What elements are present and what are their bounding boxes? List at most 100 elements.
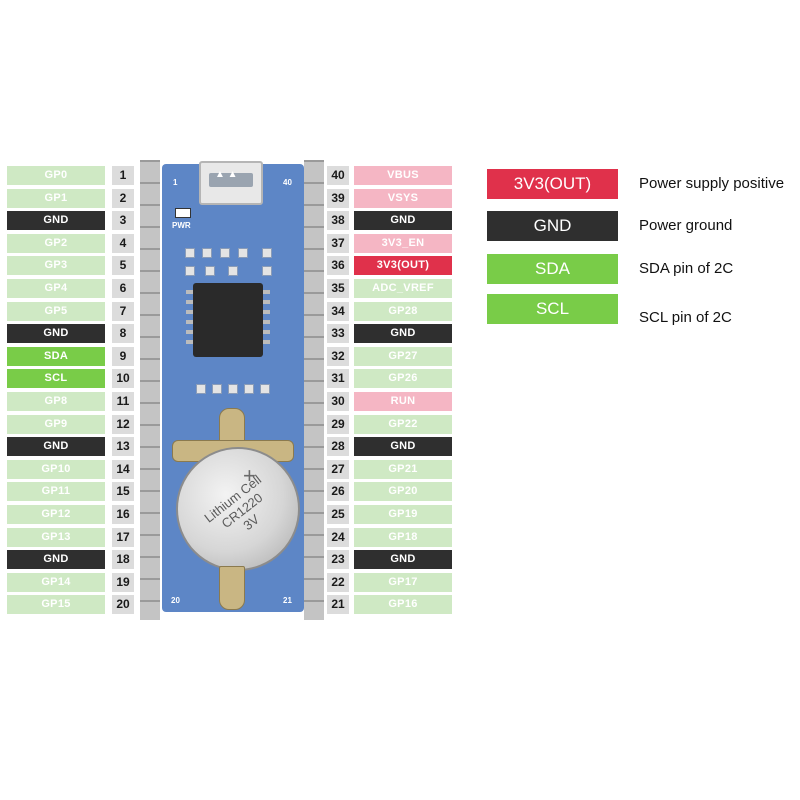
pin-label: RUN (354, 392, 452, 411)
legend-swatch: SDA (487, 254, 618, 284)
pin-label: GP4 (7, 279, 105, 298)
pwr-led (175, 208, 191, 218)
pin-number: 25 (327, 505, 349, 524)
board-corner-1: 1 (173, 178, 178, 187)
pin-number: 19 (112, 573, 134, 592)
smd-component (205, 266, 215, 276)
board-corner-20: 20 (171, 596, 180, 605)
pin-label: GP12 (7, 505, 105, 524)
pin-label: GP3 (7, 256, 105, 275)
smd-component (262, 266, 272, 276)
pin-number: 26 (327, 482, 349, 501)
pin-label: GND (7, 550, 105, 569)
pin-label: SCL (7, 369, 105, 388)
pin-number: 14 (112, 460, 134, 479)
pin-number: 9 (112, 347, 134, 366)
pin-number: 6 (112, 279, 134, 298)
smd-component (228, 384, 238, 394)
chip-pin (263, 290, 270, 294)
pin-label: GP28 (354, 302, 452, 321)
pin-label: GND (354, 550, 452, 569)
pin-number: 10 (112, 369, 134, 388)
chip-pin (263, 330, 270, 334)
usb-port (209, 173, 253, 187)
pin-label: 3V3_EN (354, 234, 452, 253)
chip-pin (186, 310, 193, 314)
pin-label: ADC_VREF (354, 279, 452, 298)
smd-component (260, 384, 270, 394)
usb-arrows-icon: ▲ ▲ (215, 169, 238, 180)
pin-number: 11 (112, 392, 134, 411)
pin-number: 23 (327, 550, 349, 569)
pin-number: 27 (327, 460, 349, 479)
smd-component (202, 248, 212, 258)
board-corner-21: 21 (283, 596, 292, 605)
pin-number: 5 (112, 256, 134, 275)
pin-number: 3 (112, 211, 134, 230)
pin-label: GND (7, 211, 105, 230)
pin-number: 12 (112, 415, 134, 434)
rtc-chip (193, 283, 263, 357)
pin-label: GP11 (7, 482, 105, 501)
smd-component (212, 384, 222, 394)
pin-label: GP20 (354, 482, 452, 501)
pin-number: 22 (327, 573, 349, 592)
chip-pin (263, 300, 270, 304)
pin-number: 29 (327, 415, 349, 434)
legend-description: Power ground (639, 217, 733, 234)
smd-component (185, 248, 195, 258)
pin-number: 17 (112, 528, 134, 547)
pin-label: GND (354, 211, 452, 230)
pin-label: GP0 (7, 166, 105, 185)
pin-number: 40 (327, 166, 349, 185)
pin-label: GP18 (354, 528, 452, 547)
pin-label: GP2 (7, 234, 105, 253)
pin-label: GND (7, 437, 105, 456)
pin-number: 34 (327, 302, 349, 321)
pin-label: GP9 (7, 415, 105, 434)
legend-description: Power supply positive (639, 175, 785, 192)
chip-pin (186, 330, 193, 334)
smd-component (238, 248, 248, 258)
pin-number: 13 (112, 437, 134, 456)
pin-label: GP22 (354, 415, 452, 434)
board-corner-40: 40 (283, 178, 292, 187)
smd-component (220, 248, 230, 258)
legend-description: SDA pin of 2C (639, 260, 734, 277)
pin-label: GP17 (354, 573, 452, 592)
battery-plus-icon: + (243, 463, 256, 488)
pin-number: 37 (327, 234, 349, 253)
legend-swatch: SCL (487, 294, 618, 324)
pin-number: 7 (112, 302, 134, 321)
pin-number: 18 (112, 550, 134, 569)
pwr-led-label: PWR (172, 221, 191, 230)
pin-number: 39 (327, 189, 349, 208)
left-pin-header (140, 160, 160, 620)
usb-connector: ▲ ▲ (199, 161, 263, 205)
pin-label: GND (354, 324, 452, 343)
pin-number: 38 (327, 211, 349, 230)
smd-component (185, 266, 195, 276)
pin-label: GP26 (354, 369, 452, 388)
pin-label: GP15 (7, 595, 105, 614)
smd-component (262, 248, 272, 258)
chip-pin (186, 340, 193, 344)
pin-number: 28 (327, 437, 349, 456)
pin-number: 1 (112, 166, 134, 185)
chip-pin (263, 340, 270, 344)
chip-pin (186, 290, 193, 294)
pin-label: GP21 (354, 460, 452, 479)
pin-number: 15 (112, 482, 134, 501)
pin-number: 21 (327, 595, 349, 614)
pin-label: GP19 (354, 505, 452, 524)
pin-number: 16 (112, 505, 134, 524)
pin-label: VBUS (354, 166, 452, 185)
pin-label: SDA (7, 347, 105, 366)
chip-pin (263, 310, 270, 314)
pin-number: 4 (112, 234, 134, 253)
pin-label: GP16 (354, 595, 452, 614)
chip-pin (263, 320, 270, 324)
pin-number: 8 (112, 324, 134, 343)
pin-number: 2 (112, 189, 134, 208)
pin-label: GND (7, 324, 105, 343)
